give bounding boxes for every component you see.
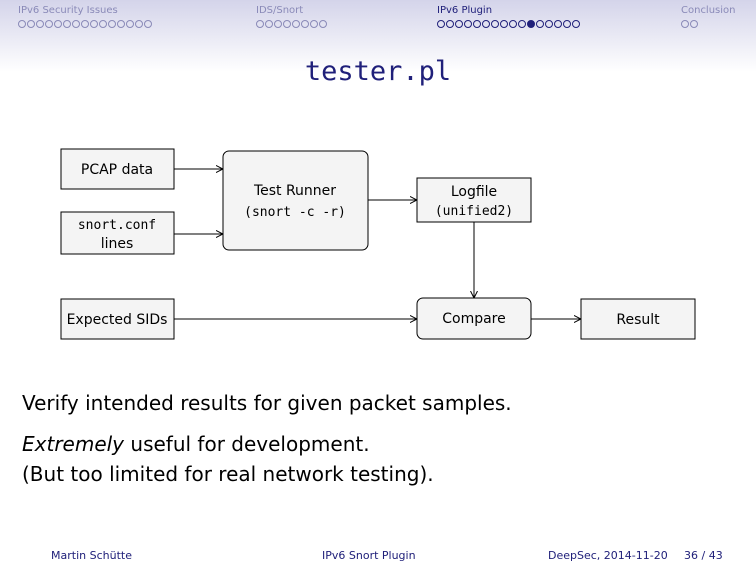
nav-slide-dot[interactable] [690, 20, 698, 28]
nav-slide-dot[interactable] [81, 20, 89, 28]
nav-slide-dot[interactable] [265, 20, 273, 28]
nav-slide-dot[interactable] [256, 20, 264, 28]
footer-author: Martin Schütte [51, 549, 132, 562]
nav-slide-dot[interactable] [446, 20, 454, 28]
nav-slide-dot[interactable] [27, 20, 35, 28]
nav-slide-dot[interactable] [135, 20, 143, 28]
compare-label: Compare [442, 311, 506, 327]
nav-section-ids-snort[interactable]: IDS/Snort [256, 5, 328, 28]
navigation-bar: IPv6 Security Issues IDS/Snort IPv6 Plug… [0, 0, 756, 72]
nav-slide-dot[interactable] [54, 20, 62, 28]
nav-slide-dot[interactable] [18, 20, 26, 28]
logfile-label: Logfile [451, 184, 497, 200]
nav-slide-dot[interactable] [491, 20, 499, 28]
nav-slide-dot[interactable] [500, 20, 508, 28]
nav-slide-dot[interactable] [301, 20, 309, 28]
nav-slide-dot[interactable] [473, 20, 481, 28]
nav-slide-dot[interactable] [464, 20, 472, 28]
nav-slide-dot[interactable] [90, 20, 98, 28]
nav-slide-dot[interactable] [554, 20, 562, 28]
nav-slide-dot[interactable] [117, 20, 125, 28]
nav-section-ipv6-plugin[interactable]: IPv6 Plugin [437, 5, 581, 28]
nav-section-conclusion[interactable]: Conclusion [681, 5, 736, 28]
emphasis-extremely: Extremely [22, 432, 125, 456]
nav-section-label: IDS/Snort [256, 5, 304, 16]
nav-section-dots [437, 20, 581, 28]
nav-slide-dot[interactable] [292, 20, 300, 28]
nav-slide-dot[interactable] [144, 20, 152, 28]
nav-section-dots [18, 20, 153, 28]
result-label: Result [616, 312, 660, 328]
nav-slide-dot[interactable] [36, 20, 44, 28]
slide-title: tester.pl [304, 56, 452, 87]
compare-box [416, 297, 532, 340]
test-runner-label: Test Runner [253, 183, 336, 199]
result-box [580, 298, 696, 340]
nav-slide-dot[interactable] [99, 20, 107, 28]
nav-section-label: IPv6 Security Issues [18, 5, 118, 16]
expected-sids-box [60, 298, 175, 340]
nav-slide-dot[interactable] [274, 20, 282, 28]
snort-conf-lines-label: lines [101, 236, 134, 252]
nav-slide-dot[interactable] [572, 20, 580, 28]
nav-slide-dot[interactable] [527, 20, 535, 28]
snort-conf-label: snort.conf [78, 218, 156, 233]
footer-talk-title: IPv6 Snort Plugin [322, 549, 416, 562]
nav-slide-dot[interactable] [509, 20, 517, 28]
pcap-data-box [60, 148, 175, 190]
nav-section-dots [681, 20, 736, 28]
nav-section-ipv6-security-issues[interactable]: IPv6 Security Issues [18, 5, 153, 28]
nav-slide-dot[interactable] [310, 20, 318, 28]
test-runner-command: (snort -c -r) [244, 205, 346, 220]
logfile-format: (unified2) [435, 204, 513, 219]
nav-slide-dot[interactable] [63, 20, 71, 28]
body-line-limited: (But too limited for real network testin… [22, 462, 434, 486]
footer-page-number: 36 / 43 [684, 549, 723, 562]
nav-slide-dot[interactable] [319, 20, 327, 28]
nav-slide-dot[interactable] [455, 20, 463, 28]
nav-section-label: IPv6 Plugin [437, 5, 493, 16]
nav-slide-dot[interactable] [545, 20, 553, 28]
body-line-useful-rest: useful for development. [124, 432, 370, 456]
snort-conf-box [60, 211, 175, 255]
footer-event: DeepSec, 2014-11-20 [548, 549, 668, 562]
test-runner-box [222, 150, 369, 251]
nav-slide-dot[interactable] [437, 20, 445, 28]
body-line-verify: Verify intended results for given packet… [22, 391, 512, 415]
logfile-box [416, 177, 532, 223]
nav-slide-dot[interactable] [681, 20, 689, 28]
nav-slide-dot[interactable] [108, 20, 116, 28]
pcap-data-label: PCAP data [81, 162, 153, 178]
nav-section-dots [256, 20, 328, 28]
expected-sids-label: Expected SIDs [67, 312, 168, 328]
nav-slide-dot[interactable] [45, 20, 53, 28]
nav-slide-dot[interactable] [518, 20, 526, 28]
body-line-useful: Extremely useful for development. [22, 432, 370, 456]
nav-slide-dot[interactable] [283, 20, 291, 28]
nav-slide-dot[interactable] [536, 20, 544, 28]
nav-slide-dot[interactable] [72, 20, 80, 28]
nav-slide-dot[interactable] [563, 20, 571, 28]
nav-slide-dot[interactable] [482, 20, 490, 28]
nav-section-label: Conclusion [681, 5, 736, 16]
nav-slide-dot[interactable] [126, 20, 134, 28]
